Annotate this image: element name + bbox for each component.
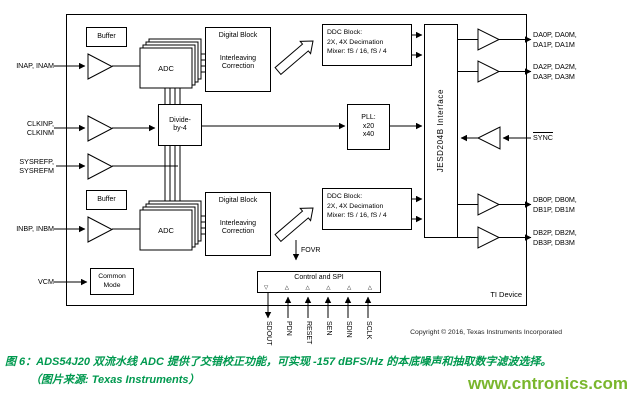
amp-sync-icon xyxy=(476,126,501,150)
ddc-a-line2: 2X, 4X Decimation xyxy=(327,38,384,46)
copyright-text: Copyright © 2016, Texas Instruments Inco… xyxy=(410,329,562,336)
amp-clkin-icon xyxy=(87,115,114,142)
sclk-buffer-icon: △ xyxy=(367,285,372,291)
device-outline xyxy=(66,14,527,306)
pin-label-sdout: SDOUT xyxy=(265,321,272,346)
input-label-inb: INBP, INBM xyxy=(4,224,54,233)
db0-text: DB0P, DB0M, xyxy=(533,195,577,204)
digital-block-a: Digital Block Interleaving Correction xyxy=(205,27,271,92)
ina-text: INAP, INAM xyxy=(16,61,54,70)
ddc-b-line2: 2X, 4X Decimation xyxy=(327,202,384,210)
db1-text: DB1P, DB1M xyxy=(533,204,575,214)
inb-text: INBP, INBM xyxy=(16,224,54,233)
figure-caption-line2: （图片来源: Texas Instruments） xyxy=(30,374,200,386)
clkinm-text: CLKINM xyxy=(26,128,54,137)
common-mode-block: Common Mode xyxy=(90,268,134,295)
sen-buffer-icon: △ xyxy=(326,285,331,291)
buffer-a-label: Buffer xyxy=(97,32,116,40)
input-label-ina: INAP, INAM xyxy=(4,61,54,70)
clkinp-text: CLKINP, xyxy=(26,119,54,128)
amp-sysref-icon xyxy=(87,153,114,180)
output-label-da01: DA0P, DA0M, DA1P, DA1M xyxy=(533,30,577,49)
amp-inb-icon xyxy=(87,216,114,243)
output-label-sync: SYNC xyxy=(533,133,553,143)
watermark-cntronics: www.cntronics.com xyxy=(468,374,628,393)
adc-b-stack xyxy=(139,200,202,251)
amp-da01-icon xyxy=(477,28,501,51)
reset-buffer-icon: △ xyxy=(305,285,310,291)
digital-a-line2: Interleaving xyxy=(219,54,257,62)
output-label-da23: DA2P, DA2M, DA3P, DA3M xyxy=(533,62,577,81)
da2-text: DA2P, DA2M, xyxy=(533,62,577,71)
bus-fan-arrow-b xyxy=(274,207,314,243)
output-label-db01: DB0P, DB0M, DB1P, DB1M xyxy=(533,195,577,214)
control-spi-label: Control and SPI xyxy=(294,274,344,281)
buffer-b-label: Buffer xyxy=(97,195,116,203)
ti-device-label: TI Device xyxy=(490,290,522,299)
da3-text: DA3P, DA3M xyxy=(533,71,575,81)
input-label-vcm: VCM xyxy=(4,277,54,286)
digital-b-line1: Digital Block xyxy=(218,197,258,204)
common-mode-line1: Common xyxy=(98,273,126,280)
pin-label-sclk: SCLK xyxy=(365,321,372,340)
vcm-text: VCM xyxy=(38,277,54,286)
input-label-sysref: SYSREFP, SYSREFM xyxy=(4,157,54,175)
digital-a-line3: Correction xyxy=(221,63,255,70)
input-label-clkin: CLKINP, CLKINM xyxy=(4,119,54,137)
output-label-db23: DB2P, DB2M, DB3P, DB3M xyxy=(533,228,577,247)
figure-caption-line1: 图 6：ADS54J20 双流水线 ADC 提供了交错校正功能，可实现 -157… xyxy=(5,356,552,368)
amp-db01-icon xyxy=(477,193,501,216)
wire-group xyxy=(54,31,532,319)
sdout-buffer-icon: ▽ xyxy=(264,285,269,291)
pll-line1: PLL: xyxy=(361,114,376,122)
pin-label-sen: SEN xyxy=(325,321,332,336)
pin-label-reset: RESET xyxy=(305,321,312,345)
sysrefm-text: SYSREFM xyxy=(19,166,54,175)
ddc-a-line1: DDC Block: xyxy=(327,29,363,36)
ddc-b-line1: DDC Block: xyxy=(327,193,363,200)
amp-symbols xyxy=(87,28,501,249)
sync-text: SYNC xyxy=(533,133,553,142)
divide-line2: by-4 xyxy=(173,125,187,132)
diagram-wires xyxy=(54,28,532,319)
pdn-buffer-icon: △ xyxy=(284,285,289,291)
buffer-b-block: Buffer xyxy=(86,190,127,210)
pll-block: PLL: x20 x40 xyxy=(347,104,390,150)
divide-line1: Divide- xyxy=(169,116,191,124)
jesd204b-interface-block: JESD204B Interface xyxy=(424,24,458,238)
digital-block-b: Digital Block Interleaving Correction xyxy=(205,192,271,256)
adc-a-stack xyxy=(139,38,202,89)
pll-line3: x40 xyxy=(362,131,375,139)
pin-label-sdin: SDIN xyxy=(345,321,352,338)
pll-line2: x20 xyxy=(362,122,375,130)
divide-by-4-block: Divide- by-4 xyxy=(158,104,202,146)
buffer-a-block: Buffer xyxy=(86,27,127,47)
da0-text: DA0P, DA0M, xyxy=(533,30,577,39)
jesd204b-label: JESD204B Interface xyxy=(435,89,445,173)
common-mode-line2: Mode xyxy=(103,281,121,289)
db3-text: DB3P, DB3M xyxy=(533,237,575,247)
ddc-block-a: DDC Block: 2X, 4X Decimation Mixer: fS /… xyxy=(322,24,412,66)
sysrefp-text: SYSREFP, xyxy=(19,157,54,166)
amp-ina-icon xyxy=(87,53,114,80)
db2-text: DB2P, DB2M, xyxy=(533,228,577,237)
pin-label-pdn: PDN xyxy=(285,321,292,336)
control-spi-block: Control and SPI ▽ △ △ △ △ △ xyxy=(257,271,381,293)
digital-b-line2: Interleaving xyxy=(219,219,257,227)
da1-text: DA1P, DA1M xyxy=(533,39,575,49)
sdin-buffer-icon: △ xyxy=(347,285,352,291)
ddc-a-line3: Mixer: fS / 16, fS / 4 xyxy=(327,48,387,55)
digital-b-line3: Correction xyxy=(221,228,255,235)
spi-pin-buffer-icons: ▽ △ △ △ △ △ xyxy=(264,285,372,292)
amp-da23-icon xyxy=(477,60,501,83)
ddc-block-b: DDC Block: 2X, 4X Decimation Mixer: fS /… xyxy=(322,188,412,230)
digital-a-line1: Digital Block xyxy=(218,32,258,39)
amp-db23-icon xyxy=(477,226,501,249)
adc-b-label: ADC xyxy=(158,225,174,235)
fovr-label: FOVR xyxy=(301,247,321,254)
adc-a-label: ADC xyxy=(158,63,174,73)
bus-fan-arrow-a xyxy=(274,40,314,76)
ddc-b-line3: Mixer: fS / 16, fS / 4 xyxy=(327,212,387,219)
